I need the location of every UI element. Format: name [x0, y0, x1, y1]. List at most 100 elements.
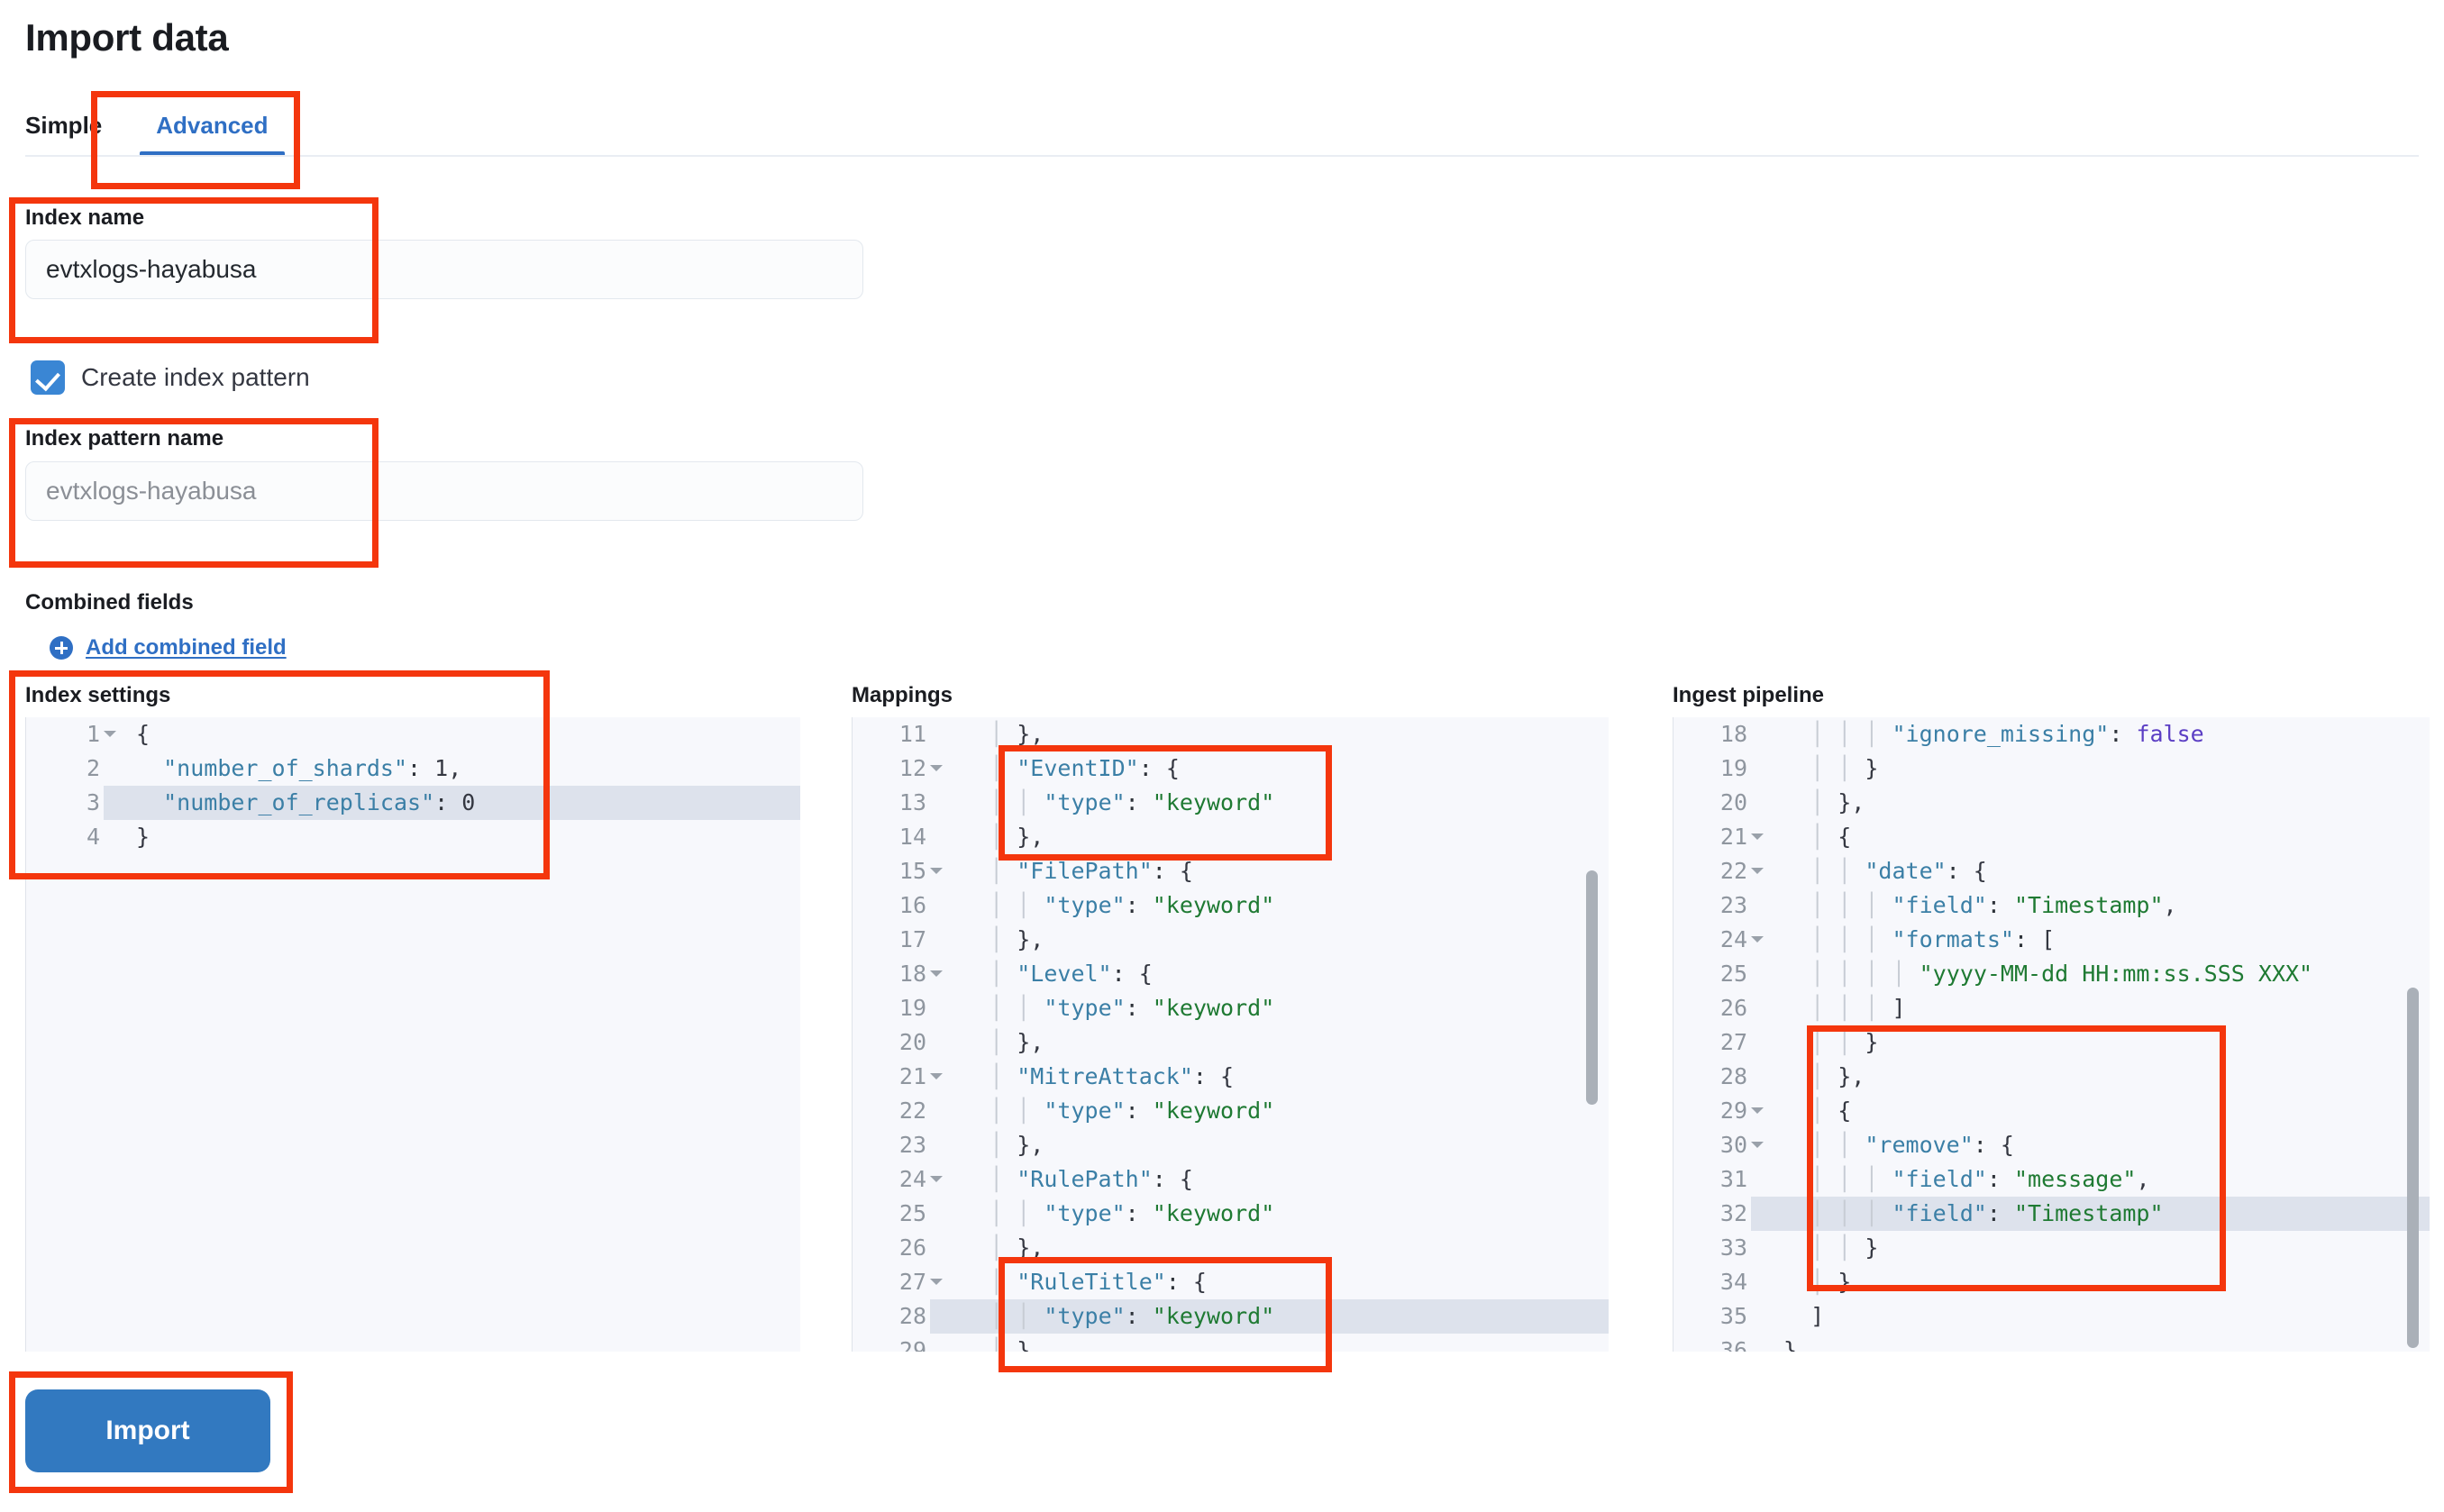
code-text: │ │ │ "formats": [ [1810, 926, 2056, 952]
code-line[interactable]: 23 │ }, [853, 1128, 1609, 1162]
code-line[interactable]: 32 │ │ │ "field": "Timestamp" [1673, 1197, 2430, 1231]
gutter-gap [104, 751, 131, 786]
create-index-pattern-row[interactable]: Create index pattern [31, 360, 310, 395]
fold-arrow-icon[interactable] [930, 970, 943, 977]
fold-arrow-icon[interactable] [1751, 1107, 1764, 1114]
code-line[interactable]: 31 │ │ │ "field": "message", [1673, 1162, 2430, 1197]
code-line[interactable]: 22 │ │ "date": { [1673, 854, 2430, 888]
code-text: │ "RulePath": { [989, 1166, 1193, 1192]
code-line[interactable]: 34 │ } [1673, 1265, 2430, 1299]
index-settings-editor[interactable]: 1{2 "number_of_shards": 1,3 "number_of_r… [25, 717, 800, 1352]
gutter-gap [1751, 786, 1778, 820]
code-line[interactable]: 28 │ }, [1673, 1060, 2430, 1094]
code-line[interactable]: 22 │ │ "type": "keyword" [853, 1094, 1609, 1128]
gutter-gap [1751, 1197, 1778, 1231]
code-line[interactable]: 12 │ "EventID": { [853, 751, 1609, 786]
code-line[interactable]: 3 "number_of_replicas": 0 [26, 786, 800, 820]
code-line[interactable]: 14 │ }, [853, 820, 1609, 854]
gutter-gap [104, 820, 131, 854]
code-line[interactable]: 28 │ │ "type": "keyword" [853, 1299, 1609, 1334]
mappings-scrollbar[interactable] [1586, 870, 1598, 1105]
line-number: 20 [1673, 786, 1751, 820]
create-index-pattern-checkbox[interactable] [31, 360, 65, 395]
code-line[interactable]: 18 │ │ │ "ignore_missing": false [1673, 717, 2430, 751]
gutter-gap [930, 991, 957, 1025]
code-line[interactable]: 2 "number_of_shards": 1, [26, 751, 800, 786]
code-text: │ │ │ ] [1810, 995, 1906, 1021]
code-line[interactable]: 20 │ }, [853, 1025, 1609, 1060]
add-combined-field-link[interactable]: Add combined field [50, 635, 287, 660]
code-line[interactable]: 19 │ │ "type": "keyword" [853, 991, 1609, 1025]
line-number: 23 [1673, 888, 1751, 923]
index-pattern-name-input[interactable]: evtxlogs-hayabusa [25, 461, 863, 521]
code-line[interactable]: 26 │ │ │ ] [1673, 991, 2430, 1025]
line-number: 17 [853, 923, 930, 957]
tab-simple[interactable]: Simple [25, 112, 103, 139]
code-line[interactable]: 36} [1673, 1334, 2430, 1352]
code-line[interactable]: 29 │ { [1673, 1094, 2430, 1128]
code-line[interactable]: 4} [26, 820, 800, 854]
code-text: │ { [1810, 1098, 1852, 1124]
fold-arrow-icon[interactable] [930, 1279, 943, 1285]
gutter-gap [930, 820, 957, 854]
code-text: { [136, 721, 150, 747]
fold-arrow-icon[interactable] [930, 1073, 943, 1079]
mappings-editor[interactable]: 11 │ },12 │ "EventID": {13 │ │ "type": "… [852, 717, 1609, 1352]
code-line[interactable]: 23 │ │ │ "field": "Timestamp", [1673, 888, 2430, 923]
line-number: 26 [853, 1231, 930, 1265]
code-line[interactable]: 35 ] [1673, 1299, 2430, 1334]
tab-advanced[interactable]: Advanced [129, 114, 295, 157]
code-line[interactable]: 20 │ }, [1673, 786, 2430, 820]
code-text: │ }, [989, 824, 1044, 850]
code-line[interactable]: 25 │ │ │ │ "yyyy-MM-dd HH:mm:ss.SSS XXX" [1673, 957, 2430, 991]
import-button[interactable]: Import [25, 1389, 270, 1472]
code-line[interactable]: 30 │ │ "remove": { [1673, 1128, 2430, 1162]
code-line[interactable]: 1{ [26, 717, 800, 751]
line-number: 21 [1673, 820, 1764, 854]
line-number: 22 [853, 1094, 930, 1128]
ingest-pipeline-title: Ingest pipeline [1673, 683, 1825, 707]
code-line[interactable]: 24 │ │ │ "formats": [ [1673, 923, 2430, 957]
code-text: │ │ "type": "keyword" [989, 1098, 1275, 1124]
line-number: 1 [26, 717, 116, 751]
code-line[interactable]: 11 │ }, [853, 717, 1609, 751]
fold-arrow-icon[interactable] [1751, 936, 1764, 943]
gutter-gap [1751, 1299, 1778, 1334]
code-text: │ }, [989, 926, 1044, 952]
code-line[interactable]: 21 │ "MitreAttack": { [853, 1060, 1609, 1094]
fold-arrow-icon[interactable] [1751, 868, 1764, 874]
line-number: 19 [853, 991, 930, 1025]
code-line[interactable]: 18 │ "Level": { [853, 957, 1609, 991]
code-line[interactable]: 33 │ │ } [1673, 1231, 2430, 1265]
code-line[interactable]: 17 │ }, [853, 923, 1609, 957]
code-line[interactable]: 27 │ "RuleTitle": { [853, 1265, 1609, 1299]
fold-arrow-icon[interactable] [930, 765, 943, 771]
code-line[interactable]: 15 │ "FilePath": { [853, 854, 1609, 888]
gutter-gap [930, 1025, 957, 1060]
code-line[interactable]: 19 │ │ } [1673, 751, 2430, 786]
gutter-gap [930, 888, 957, 923]
code-line[interactable]: 29 │ }, [853, 1334, 1609, 1352]
fold-arrow-icon[interactable] [1751, 1142, 1764, 1148]
code-text: │ }, [989, 1132, 1044, 1158]
code-line[interactable]: 27 │ │ } [1673, 1025, 2430, 1060]
fold-arrow-icon[interactable] [930, 1176, 943, 1182]
index-name-label: Index name [25, 205, 145, 230]
plus-circle-icon [50, 636, 73, 660]
code-text: │ │ │ │ "yyyy-MM-dd HH:mm:ss.SSS XXX" [1810, 961, 2313, 987]
ingest-pipeline-scrollbar[interactable] [2407, 988, 2419, 1348]
code-text: │ │ "type": "keyword" [989, 1303, 1275, 1329]
index-name-input[interactable]: evtxlogs-hayabusa [25, 240, 863, 299]
code-line[interactable]: 25 │ │ "type": "keyword" [853, 1197, 1609, 1231]
code-text: │ │ } [1810, 1234, 1879, 1261]
line-number: 18 [1673, 717, 1751, 751]
fold-arrow-icon[interactable] [930, 868, 943, 874]
code-line[interactable]: 13 │ │ "type": "keyword" [853, 786, 1609, 820]
fold-arrow-icon[interactable] [1751, 833, 1764, 840]
code-line[interactable]: 24 │ "RulePath": { [853, 1162, 1609, 1197]
code-line[interactable]: 16 │ │ "type": "keyword" [853, 888, 1609, 923]
fold-arrow-icon[interactable] [104, 731, 116, 737]
code-line[interactable]: 21 │ { [1673, 820, 2430, 854]
code-line[interactable]: 26 │ }, [853, 1231, 1609, 1265]
